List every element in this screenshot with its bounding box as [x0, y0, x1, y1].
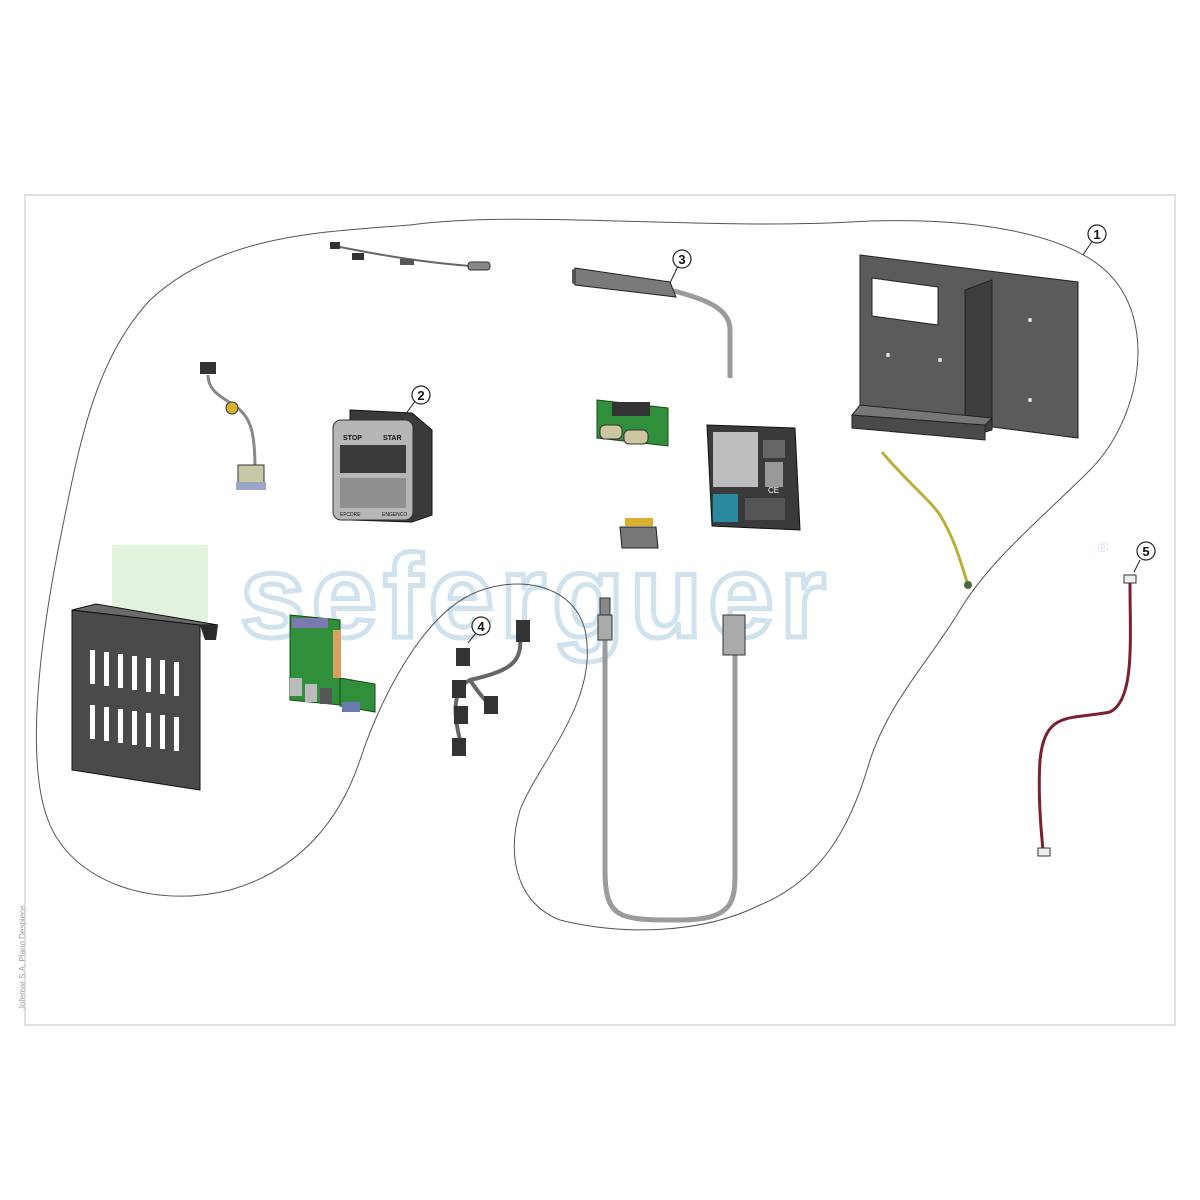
footer-right-label: ENGENCO [382, 512, 407, 518]
callout-number: 5 [1142, 544, 1149, 559]
start-label: STAR [383, 435, 402, 442]
controller-module: CE [706, 424, 801, 531]
callout-number: 3 [678, 252, 685, 267]
callout-4: 4 [467, 616, 491, 644]
callout-1: 1 [1082, 224, 1107, 256]
callout-number: 4 [477, 619, 485, 634]
callout-number: 1 [1093, 227, 1100, 242]
sensor-cable-left [200, 362, 266, 490]
callout-5: 5 [1133, 541, 1156, 573]
led-bar-light [572, 267, 733, 378]
main-pcb [289, 614, 376, 713]
watermark: seferguer ® [112, 529, 1109, 666]
mounting-plate [851, 254, 1079, 441]
red-cable [1037, 574, 1137, 857]
top-wiring-harness [330, 242, 491, 271]
callout-2: 2 [404, 385, 431, 416]
relay [619, 518, 659, 549]
callout-3: 3 [669, 249, 692, 284]
ce-mark: CE [768, 486, 779, 495]
usb-cable [597, 597, 746, 923]
grille-panel [71, 603, 219, 791]
sheet-border [24, 194, 1176, 1026]
connector-harness [452, 620, 530, 756]
stop-label: STOP [343, 435, 362, 442]
callout-number: 2 [417, 388, 424, 403]
grouping-outline [35, 218, 1139, 931]
control-unit: STOP STAR EFCDRE ENGENCO [332, 409, 433, 523]
yellow-sensor-wire [880, 451, 972, 589]
footer-left-label: EFCDRE [340, 512, 361, 518]
power-pcb [596, 399, 669, 447]
watermark-registered-mark: ® [1098, 539, 1109, 555]
